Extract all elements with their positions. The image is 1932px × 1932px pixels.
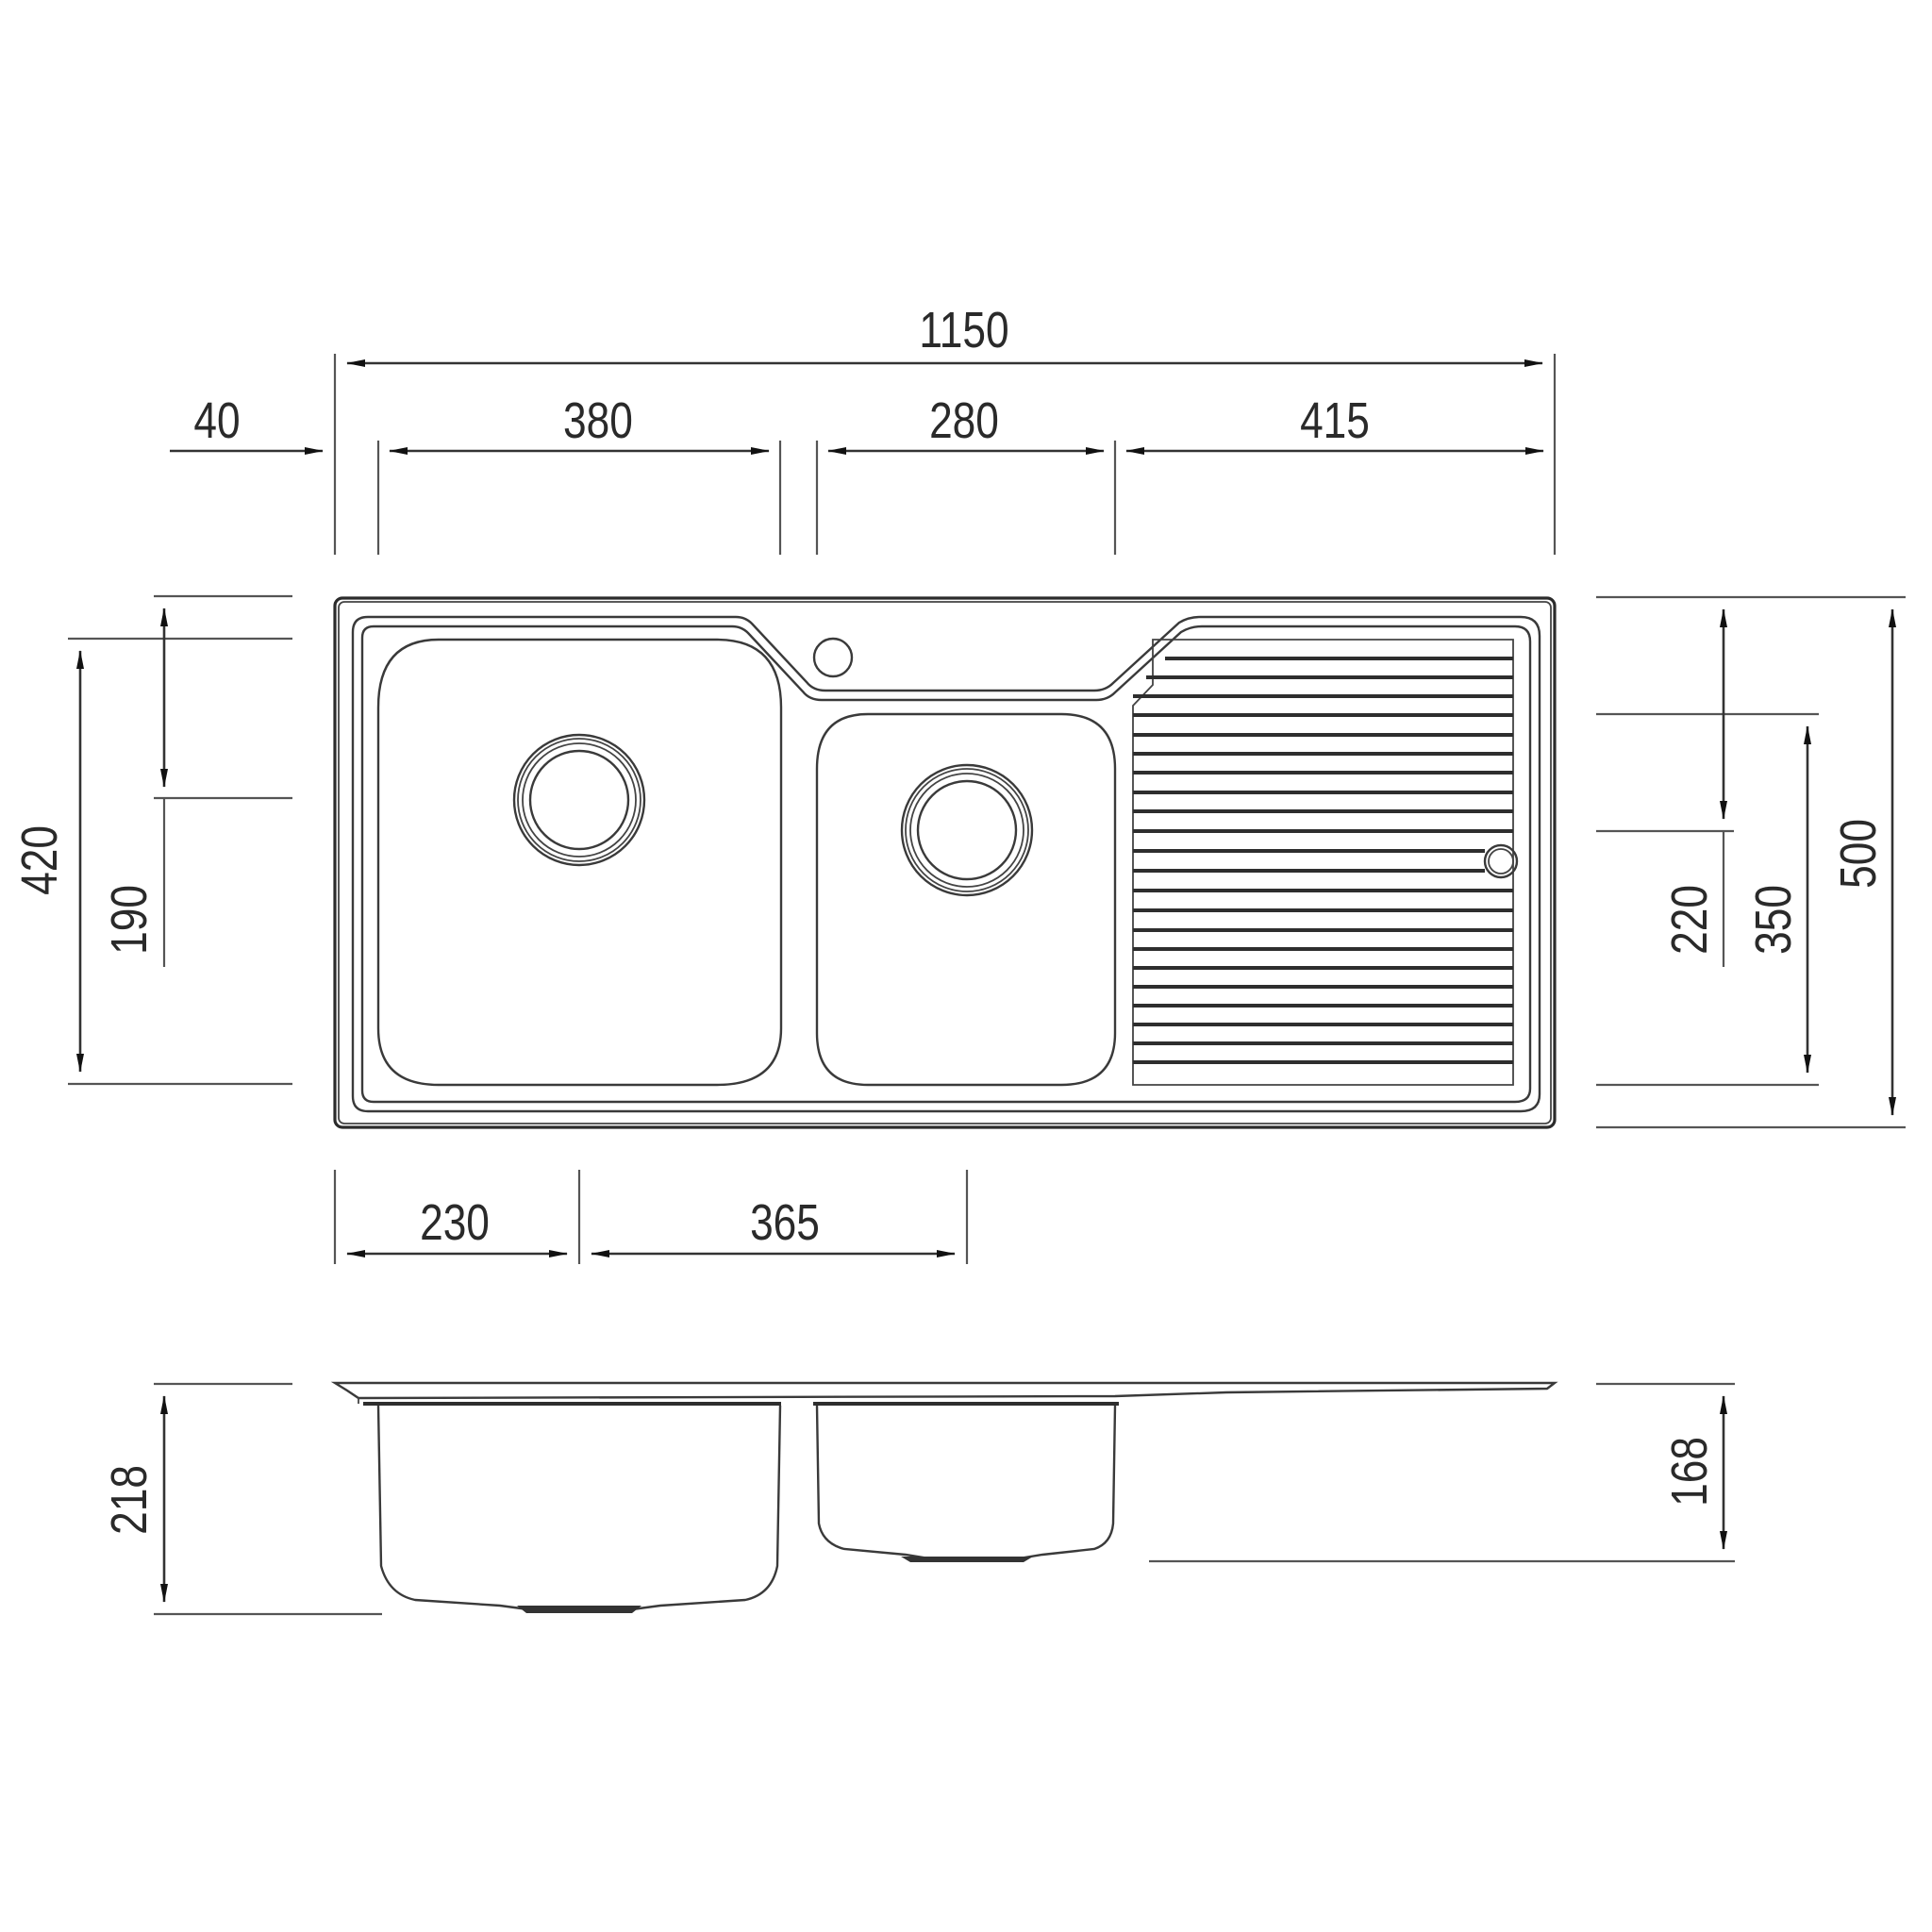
dim-label-waste1-offset: 190 [101,885,158,955]
side-deck [330,1381,1558,1400]
waste-ring-icon [522,742,637,858]
dim-label-waste1-from-edge: 230 [420,1194,490,1251]
drainer-outline [1132,639,1514,1086]
side-bowl1 [376,1405,782,1611]
side-bowl1-waste [517,1606,641,1613]
waste-ring-icon [909,773,1024,888]
dim-label-bowl2-depth: 168 [1661,1437,1718,1507]
dim-label-bowl2-width: 280 [929,392,999,449]
dim-label-bowl2-length: 350 [1745,885,1802,955]
bowl2-waste [900,763,1034,897]
overflow-hole [1483,843,1519,879]
tap-hole [812,637,854,678]
bowl1-outline [376,638,783,1087]
dim-label-overall-depth: 500 [1830,819,1887,889]
waste-position-dimensions: 230 365 [333,1170,969,1264]
waste-outer-ring-icon [900,763,1034,897]
side-view-dimensions: 218 168 [101,1382,1735,1616]
sink-outer-rim [333,596,1557,1129]
sink-plan-view [333,596,1557,1129]
top-dimensions: 1150 40 380 280 415 [170,302,1557,555]
sink-side-view [330,1381,1558,1613]
dim-label-bowl1-length: 420 [11,825,68,895]
right-dimensions: 220 350 500 [1596,595,1906,1129]
drainer-ribs [1132,639,1514,1086]
dim-label-drainer-width: 415 [1300,392,1370,449]
deck-frame-inner [360,625,1532,1104]
waste-inner-ring-icon [916,779,1018,881]
overflow-hole-inner [1488,848,1514,874]
side-bowl2-waste [901,1557,1033,1562]
sink-outer-rim-inner [338,601,1552,1124]
waste-inner-ring-icon [528,749,630,851]
waste-ring-icon [517,738,641,862]
dim-label-waste-spacing: 365 [750,1194,820,1251]
waste-outer-ring-icon [512,733,646,867]
dim-label-overall-width: 1150 [919,302,1008,358]
bowl1-waste [512,733,646,867]
deck-frame-outer [351,615,1541,1113]
dim-label-edge-offset: 40 [193,392,240,449]
bowl2-outline [815,712,1117,1087]
dim-label-bowl1-width: 380 [563,392,633,449]
side-bowl2 [815,1405,1117,1560]
left-dimensions: 420 190 [11,594,292,1086]
dim-label-bowl1-depth: 218 [101,1465,158,1535]
dim-label-waste2-offset: 220 [1661,885,1718,955]
waste-ring-icon [905,768,1029,892]
